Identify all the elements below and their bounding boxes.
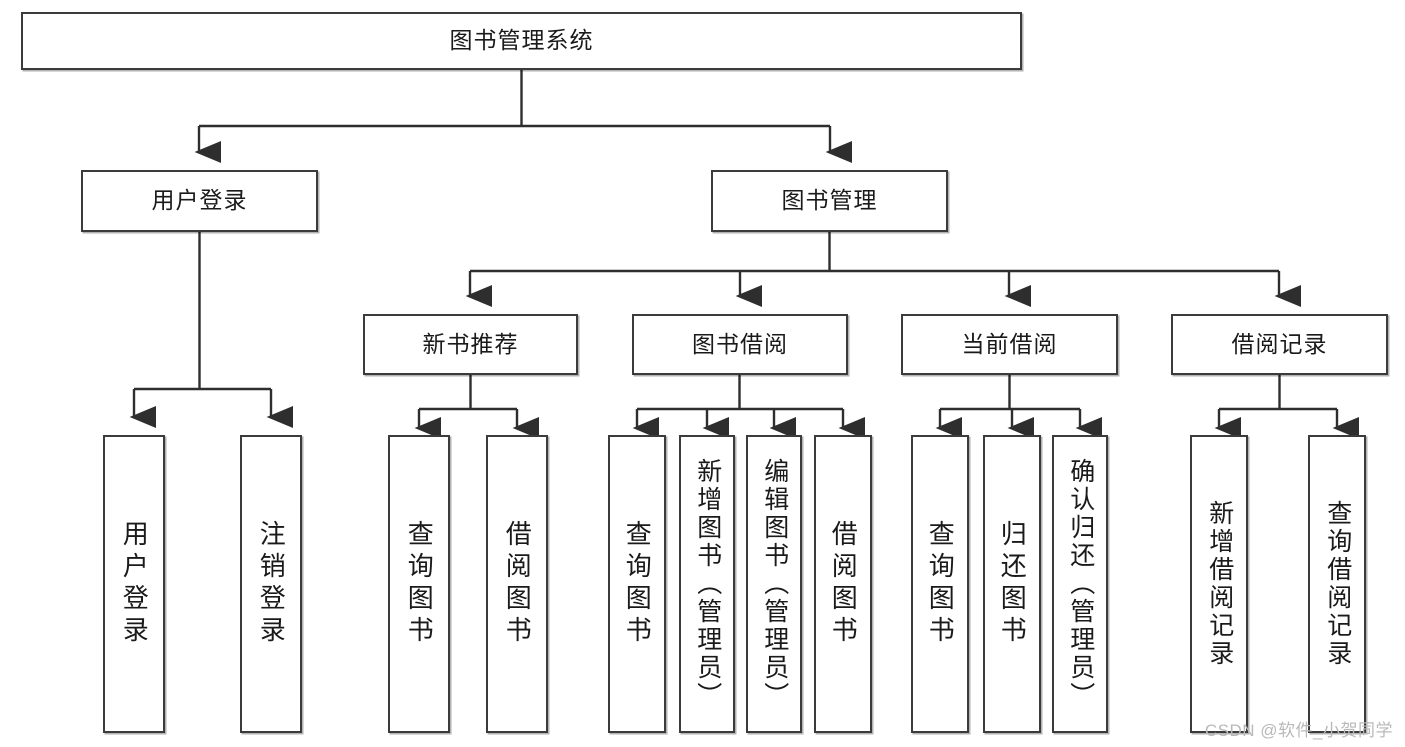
node-user-login[interactable]: 用户登录: [81, 170, 318, 232]
node-leaf-query-book-current[interactable]: 查询图书: [911, 435, 969, 733]
node-current-borrow[interactable]: 当前借阅: [901, 314, 1118, 375]
node-new-book-recommend[interactable]: 新书推荐: [363, 314, 578, 375]
node-leaf-query-borrow-record[interactable]: 查询借阅记录: [1308, 435, 1366, 733]
node-leaf-borrow-book-recommend[interactable]: 借阅图书: [486, 435, 548, 733]
node-leaf-logout-login[interactable]: 注销登录: [240, 435, 302, 733]
node-leaf-user-login[interactable]: 用户登录: [103, 435, 165, 733]
node-leaf-add-borrow-record[interactable]: 新增借阅记录: [1190, 435, 1248, 733]
node-book-management[interactable]: 图书管理: [711, 170, 948, 232]
node-leaf-add-book-admin[interactable]: 新增图书（管理员）: [679, 435, 735, 733]
node-leaf-confirm-return-admin[interactable]: 确认归还（管理员）: [1052, 435, 1108, 733]
node-leaf-borrow-book-borrow[interactable]: 借阅图书: [814, 435, 872, 733]
node-book-borrow[interactable]: 图书借阅: [632, 314, 848, 375]
node-borrow-record[interactable]: 借阅记录: [1171, 314, 1388, 375]
node-leaf-query-book-borrow[interactable]: 查询图书: [608, 435, 666, 733]
node-root[interactable]: 图书管理系统: [21, 12, 1022, 70]
node-leaf-edit-book-admin[interactable]: 编辑图书（管理员）: [746, 435, 802, 733]
csdn-watermark: CSDN @软件_小贺同学: [1204, 721, 1393, 740]
node-leaf-query-book-recommend[interactable]: 查询图书: [388, 435, 450, 733]
node-leaf-return-book[interactable]: 归还图书: [983, 435, 1041, 733]
